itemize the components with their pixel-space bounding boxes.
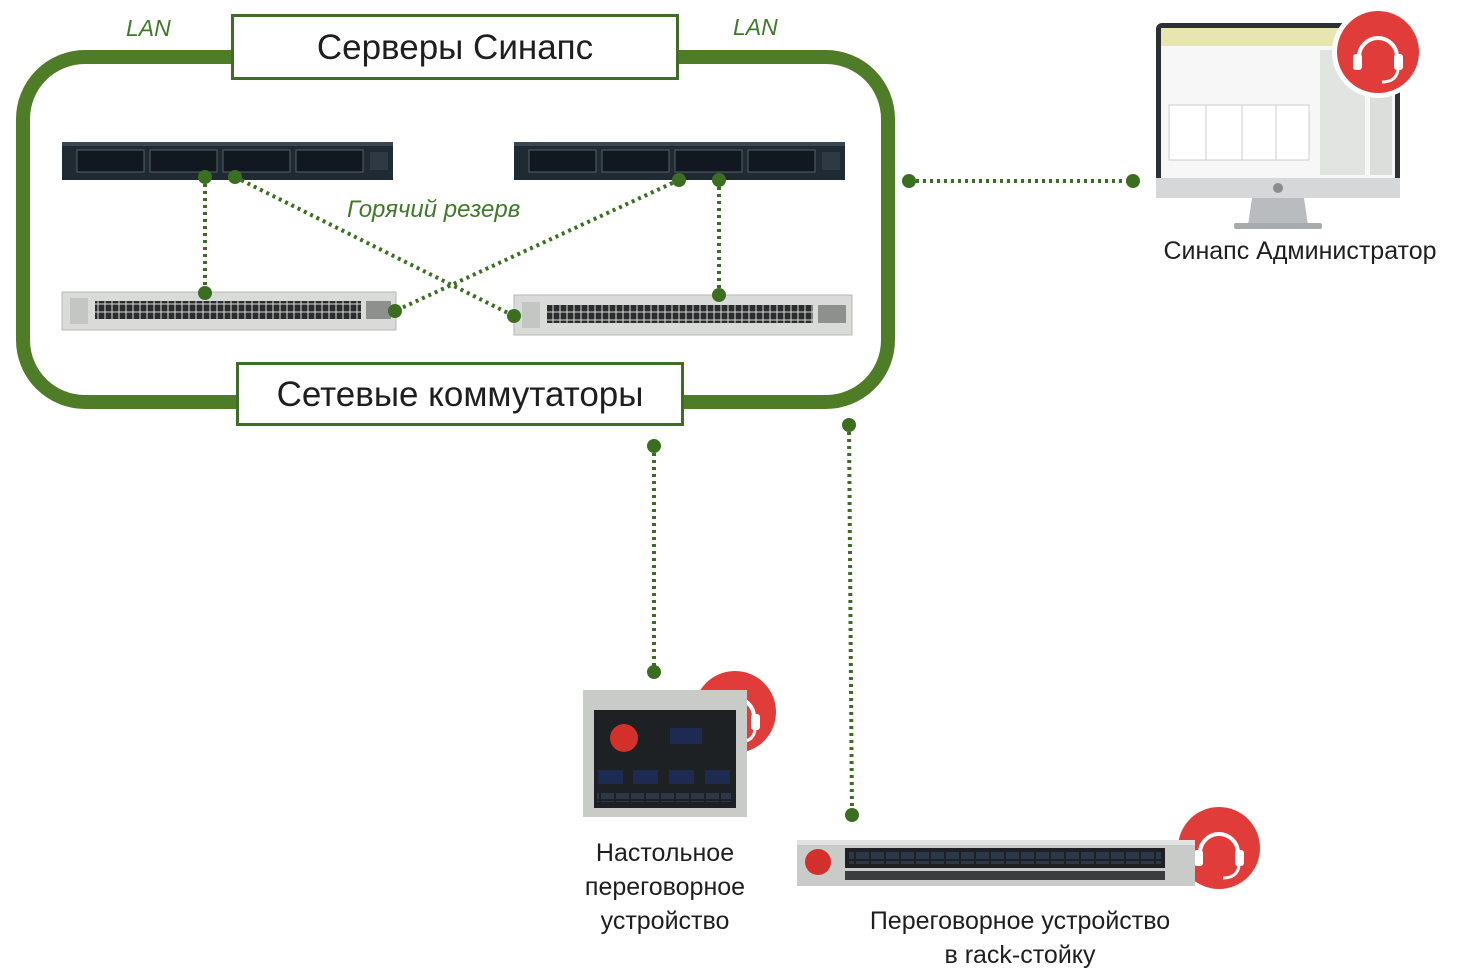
headset-icon: [1332, 6, 1424, 98]
admin-label: Синапс Администратор: [1163, 237, 1437, 265]
network-switch-icon: [513, 294, 853, 336]
link-lines: [203, 175, 1133, 816]
network-switch-icon: [61, 291, 397, 331]
link-endpoints: [198, 170, 1140, 822]
server-icon: [514, 142, 845, 180]
lan-label-right: LAN: [733, 14, 778, 40]
desk-intercom-icon: [583, 690, 747, 817]
network-frame: [16, 50, 895, 409]
rack-device-label-line: в rack-стойку: [944, 941, 1096, 969]
rack-intercom-icon: [797, 840, 1195, 886]
desk-device-label-line: переговорное: [584, 873, 746, 901]
servers-title: Серверы Синапс: [231, 14, 679, 80]
desk-device-label-line: Настольное: [595, 839, 735, 867]
switches-title: Сетевые коммутаторы: [236, 362, 684, 426]
rack-device-label-line: Переговорное устройство: [869, 907, 1171, 935]
desk-device-label-line: устройство: [600, 907, 730, 935]
desk-device-label: Настольное переговорное устройство: [560, 836, 770, 938]
lan-label-left: LAN: [126, 15, 171, 41]
headset-icon: [1173, 802, 1265, 894]
server-icon: [62, 142, 393, 180]
hot-standby-label: Горячий резерв: [347, 196, 521, 223]
rack-device-label: Переговорное устройство в rack-стойку: [810, 904, 1230, 972]
